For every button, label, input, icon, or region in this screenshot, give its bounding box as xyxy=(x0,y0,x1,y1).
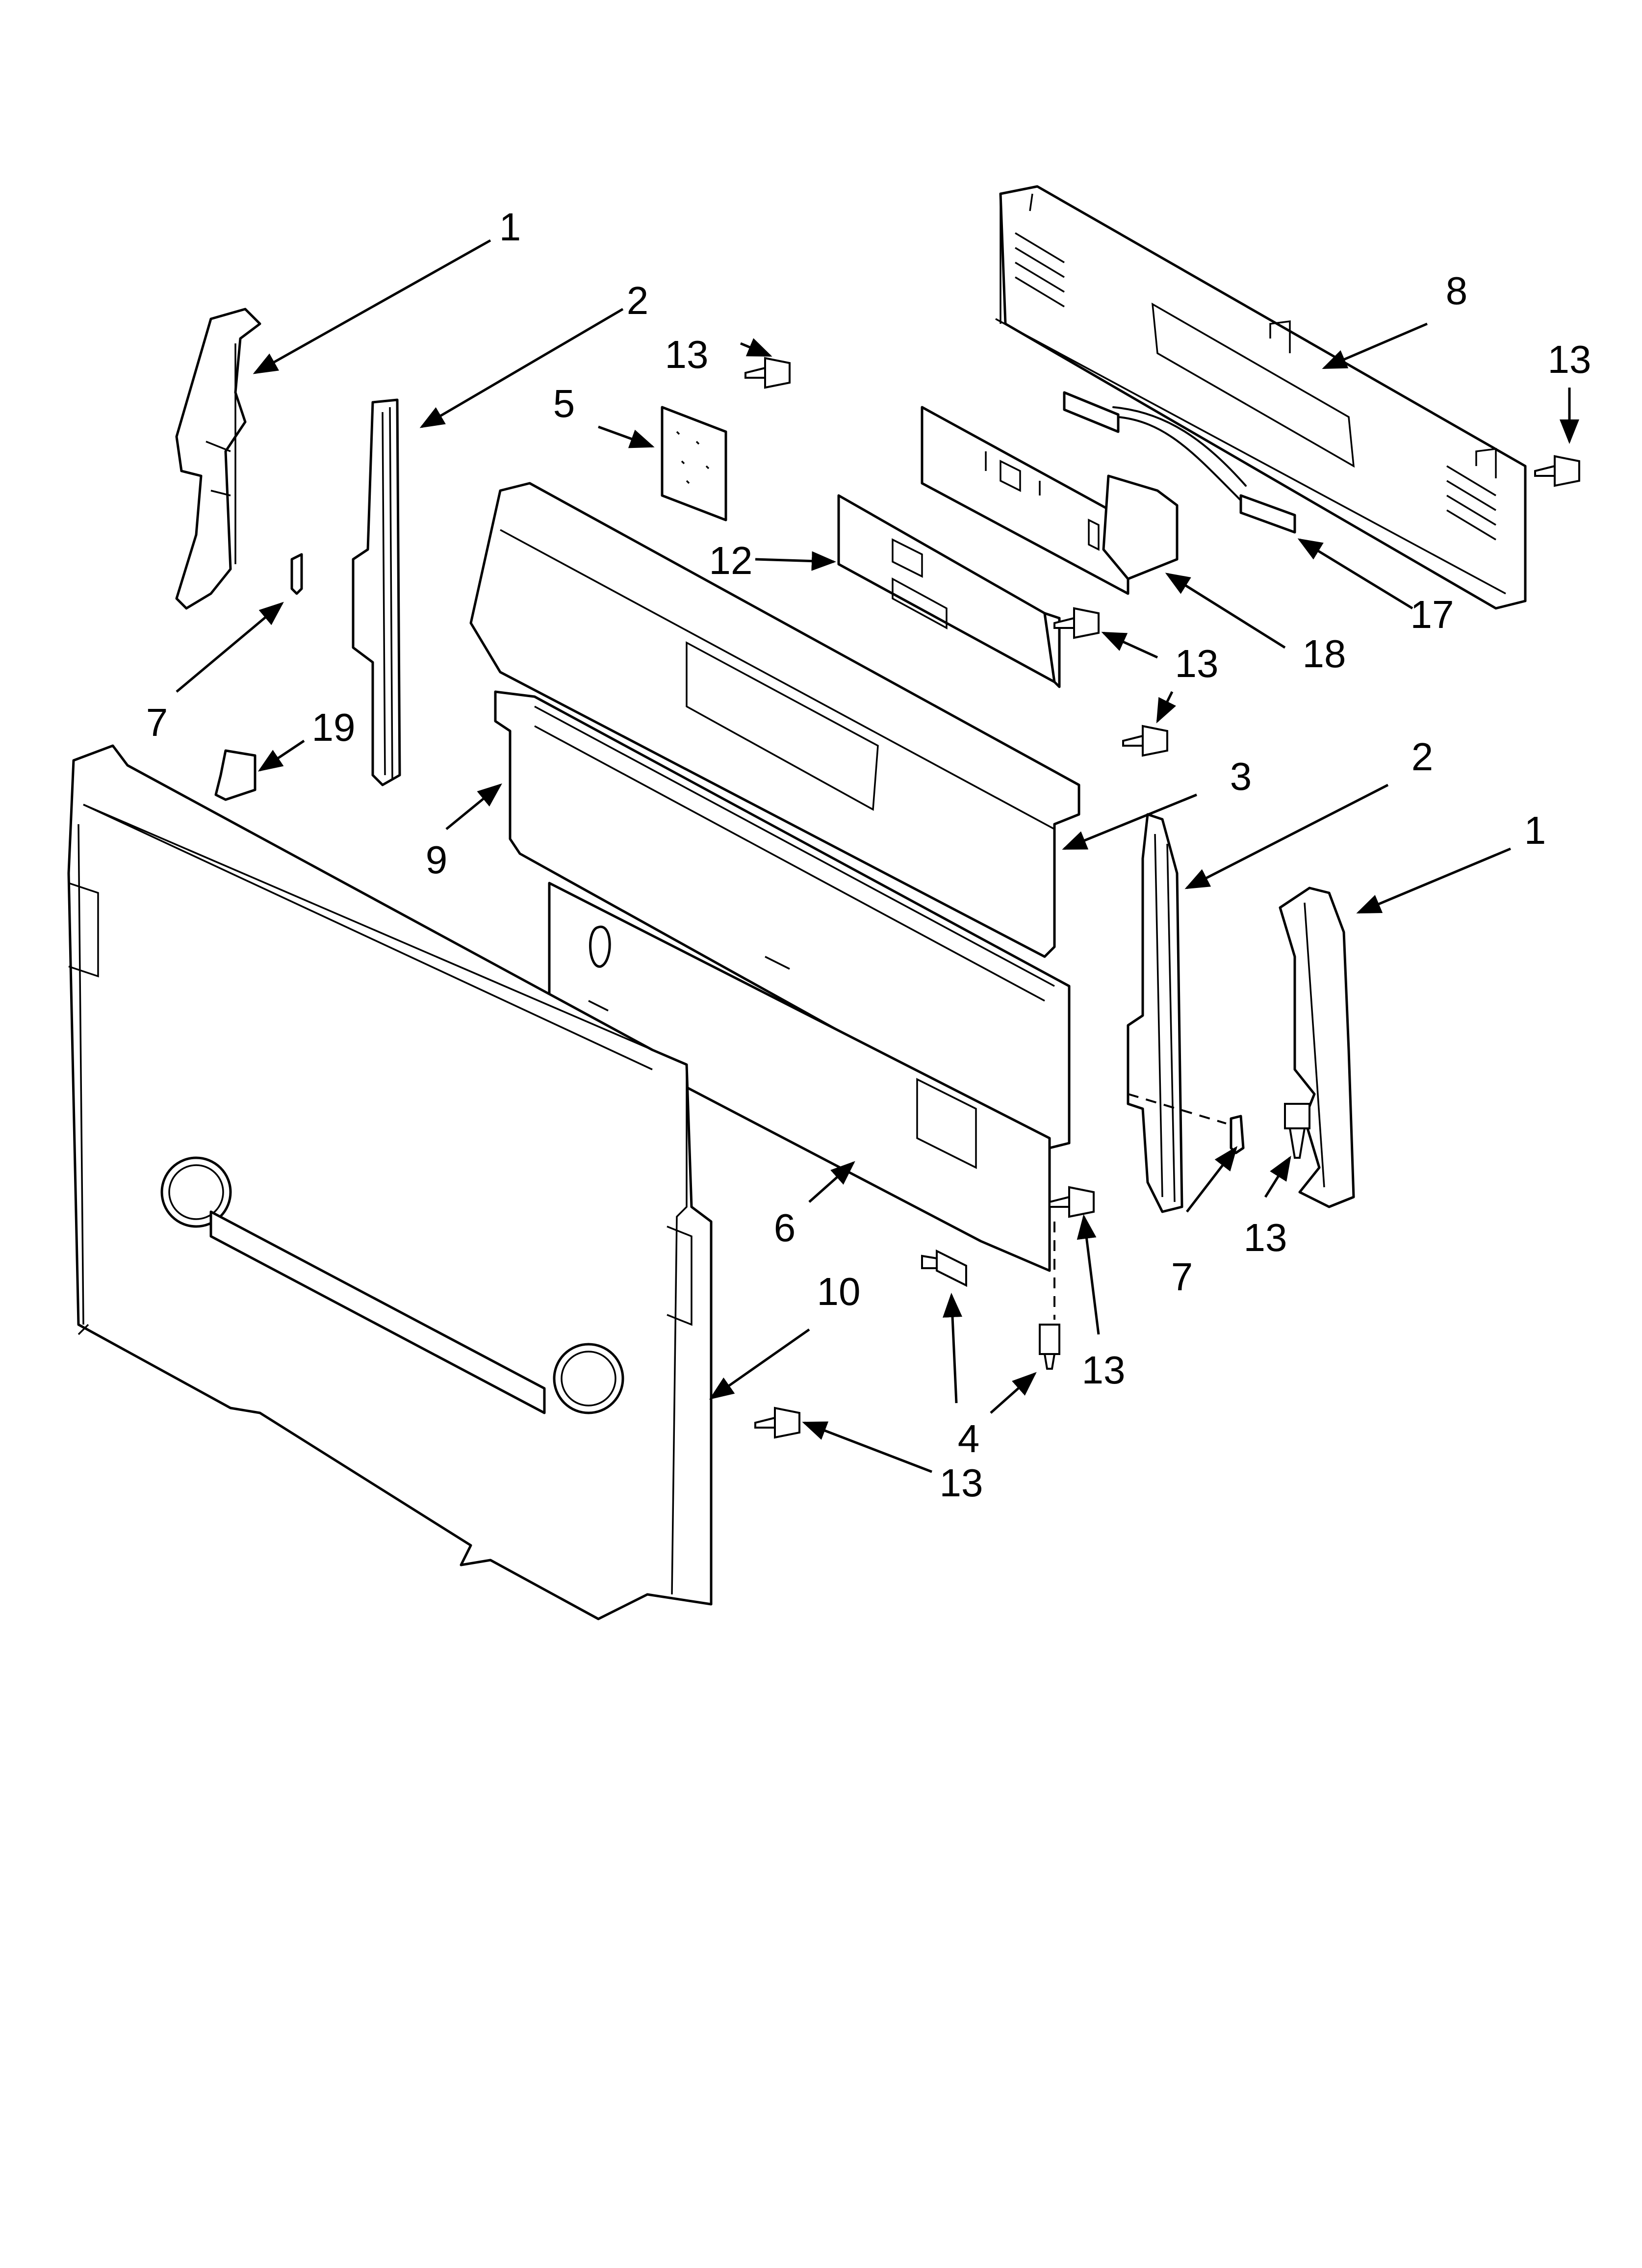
screw-icon xyxy=(921,1249,967,1287)
callout-7-right: 7 xyxy=(1171,1255,1193,1299)
callout-13-a: 13 xyxy=(665,333,709,376)
side-bracket-left-part-2 xyxy=(352,398,401,786)
callout-12: 12 xyxy=(709,539,753,582)
screw-icon xyxy=(1053,607,1100,639)
screw-icon xyxy=(1039,1324,1060,1370)
callout-13-f: 13 xyxy=(940,1461,983,1505)
mounting-bracket-part-9 xyxy=(494,690,1071,1149)
callout-19: 19 xyxy=(312,705,356,749)
callout-18: 18 xyxy=(1303,632,1346,676)
callout-5: 5 xyxy=(553,382,575,425)
callout-17: 17 xyxy=(1411,593,1454,636)
callout-3: 3 xyxy=(1230,755,1252,798)
clip-left-part-7 xyxy=(290,553,303,595)
callout-13-b: 13 xyxy=(1548,338,1591,381)
control-panel-part-3 xyxy=(469,482,1080,958)
callout-9: 9 xyxy=(426,838,448,882)
screw-icon xyxy=(1049,1186,1095,1218)
callout-2-left: 2 xyxy=(627,279,649,322)
small-board-part-5 xyxy=(661,406,727,521)
screw-icon xyxy=(1534,455,1580,487)
inner-panel-part-6 xyxy=(548,882,1051,1272)
callout-10: 10 xyxy=(817,1270,861,1313)
wiring-harness-part-17 xyxy=(1063,391,1296,534)
rear-bracket-part-8 xyxy=(995,185,1527,610)
screw-icon xyxy=(744,357,791,389)
callout-4: 4 xyxy=(958,1417,980,1460)
callout-13-e: 13 xyxy=(1082,1348,1126,1392)
screw-icon xyxy=(1284,1103,1310,1159)
callout-1-right: 1 xyxy=(1524,808,1546,852)
callout-6: 6 xyxy=(774,1206,796,1250)
electronic-control-part-12 xyxy=(837,494,1061,688)
callout-1-left: 1 xyxy=(499,205,521,249)
control-board-part-18 xyxy=(921,406,1179,595)
side-trim-right-part-1 xyxy=(1279,886,1355,1208)
callout-13-d: 13 xyxy=(1244,1216,1287,1259)
clip-part-19 xyxy=(214,749,257,801)
callout-7-left: 7 xyxy=(146,701,168,744)
side-bracket-right-part-2 xyxy=(1127,813,1183,1213)
screw-icon xyxy=(754,1407,800,1439)
side-trim-left-part-1 xyxy=(175,308,261,610)
screw-icon xyxy=(1122,725,1168,757)
callout-13-c: 13 xyxy=(1175,642,1219,685)
clip-right-part-7 xyxy=(1230,1115,1245,1154)
callout-2-right: 2 xyxy=(1411,735,1434,779)
front-panel-part-10 xyxy=(67,744,713,1620)
callout-8: 8 xyxy=(1446,269,1468,313)
